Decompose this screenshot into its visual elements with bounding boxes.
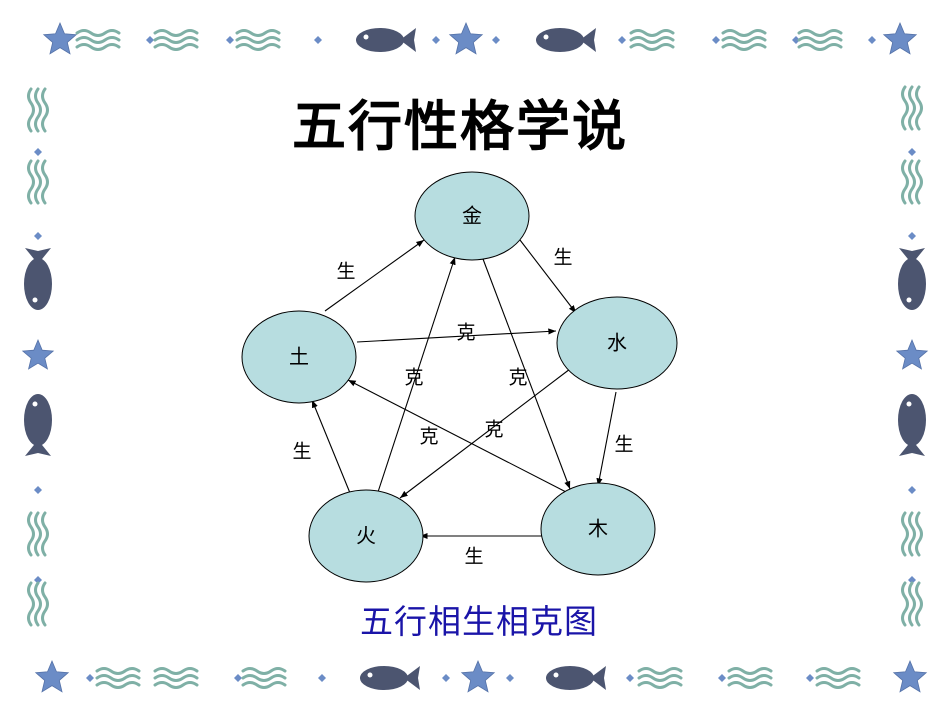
- edge-label-fire-to-metal: 克: [404, 367, 423, 389]
- dot-icon: [618, 36, 626, 44]
- nodes: 金水木 火 土: [241, 171, 678, 583]
- node-label-water: 水: [607, 331, 627, 355]
- edge-labels: 生生生生生克克克克克: [292, 247, 633, 568]
- edge-water-to-fire: [399, 368, 571, 499]
- edge-wood-to-earth: [347, 379, 569, 494]
- wave-icon: [721, 29, 767, 51]
- fish-icon: [546, 666, 606, 690]
- dot-icon: [792, 36, 800, 44]
- node-metal: [414, 171, 530, 261]
- edge-label-fire-to-earth: 生: [292, 441, 311, 463]
- dot-icon: [506, 674, 514, 682]
- dot-icon: [318, 674, 326, 682]
- star-icon: [892, 659, 928, 693]
- diagram-caption: 五行相生相克图: [360, 602, 598, 641]
- wave-icon: [901, 159, 923, 205]
- edge-label-water-to-fire: 克: [484, 419, 503, 441]
- star-icon: [448, 21, 484, 55]
- dot-icon: [868, 36, 876, 44]
- wave-icon: [27, 511, 49, 557]
- dot-icon: [908, 486, 916, 494]
- edge-metal-to-wood: [482, 258, 571, 490]
- edge-label-wood-to-earth: 克: [419, 426, 438, 448]
- dot-icon: [146, 36, 154, 44]
- node-label-wood: 木: [588, 517, 608, 541]
- node-label-earth: 土: [289, 345, 309, 369]
- wave-icon: [901, 511, 923, 557]
- wave-icon: [75, 29, 121, 51]
- node-label-metal: 金: [462, 204, 482, 228]
- edge-water-to-wood: [596, 391, 617, 487]
- edge-fire-to-earth: [311, 399, 351, 494]
- edge-label-wood-to-fire: 生: [464, 546, 483, 568]
- wave-icon: [241, 667, 287, 689]
- dot-icon: [712, 36, 720, 44]
- dot-icon: [718, 674, 726, 682]
- star-icon: [34, 659, 70, 693]
- fish-icon: [536, 28, 596, 52]
- dot-icon: [34, 576, 42, 584]
- fish-icon: [24, 394, 52, 456]
- edge-metal-to-water: [519, 239, 577, 314]
- wave-icon: [153, 29, 199, 51]
- edges: [311, 239, 617, 540]
- wave-icon: [27, 581, 49, 627]
- edge-label-metal-to-wood: 克: [508, 367, 527, 389]
- wave-icon: [27, 87, 49, 133]
- dot-icon: [626, 674, 634, 682]
- dot-icon: [226, 36, 234, 44]
- star-icon: [882, 21, 918, 55]
- wave-icon: [629, 29, 675, 51]
- node-water: [556, 296, 678, 390]
- dot-icon: [234, 674, 242, 682]
- edge-label-metal-to-water: 生: [553, 247, 572, 269]
- page-title: 五行性格学说: [292, 95, 628, 158]
- fish-icon: [356, 28, 416, 52]
- star-icon: [42, 21, 78, 55]
- dot-icon: [492, 36, 500, 44]
- wave-icon: [727, 667, 773, 689]
- star-icon: [21, 338, 55, 370]
- dot-icon: [432, 36, 440, 44]
- wave-icon: [153, 667, 199, 689]
- dot-icon: [908, 576, 916, 584]
- edge-earth-to-water: [356, 328, 557, 343]
- dot-icon: [908, 148, 916, 156]
- node-label-fire: 火: [356, 524, 376, 548]
- dot-icon: [34, 148, 42, 156]
- node-fire: [308, 489, 424, 583]
- node-earth: [241, 310, 357, 404]
- fish-icon: [360, 666, 420, 690]
- fish-icon: [24, 248, 52, 310]
- fish-icon: [898, 394, 926, 456]
- dot-icon: [34, 486, 42, 494]
- star-icon: [895, 338, 929, 370]
- wave-icon: [27, 159, 49, 205]
- edge-earth-to-metal: [324, 239, 425, 312]
- node-wood: [540, 482, 656, 576]
- dot-icon: [442, 674, 450, 682]
- edge-label-earth-to-metal: 生: [336, 261, 355, 283]
- wave-icon: [95, 667, 141, 689]
- wave-icon: [637, 667, 683, 689]
- wave-icon: [815, 667, 861, 689]
- dot-icon: [86, 674, 94, 682]
- edge-fire-to-metal: [377, 256, 456, 493]
- wave-icon: [901, 85, 923, 131]
- dot-icon: [806, 674, 814, 682]
- wave-icon: [797, 29, 843, 51]
- dot-icon: [908, 232, 916, 240]
- wave-icon: [901, 581, 923, 627]
- wave-icon: [235, 29, 281, 51]
- fish-icon: [898, 248, 926, 310]
- star-icon: [460, 659, 496, 693]
- edge-label-water-to-wood: 生: [614, 434, 633, 456]
- dot-icon: [34, 232, 42, 240]
- edge-label-earth-to-water: 克: [456, 322, 475, 344]
- dot-icon: [314, 36, 322, 44]
